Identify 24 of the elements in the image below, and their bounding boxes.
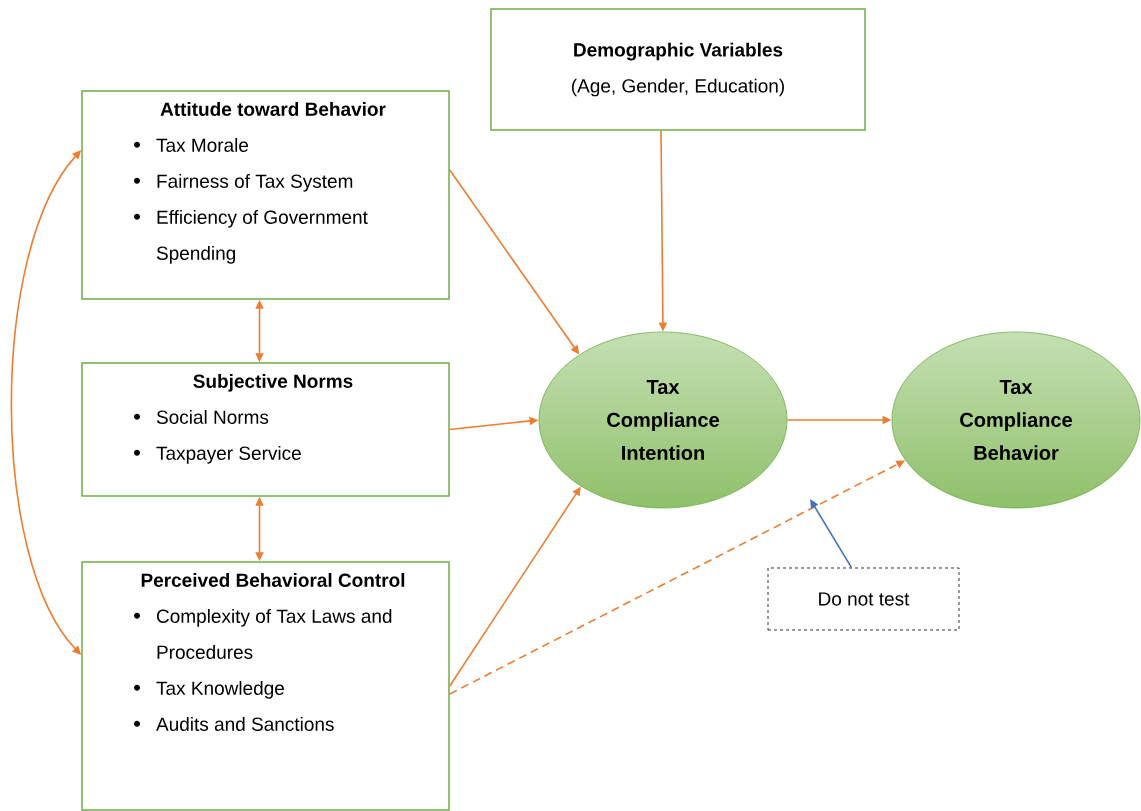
box-heading: Perceived Behavioral Control (141, 573, 405, 587)
variable-box (490, 8, 866, 131)
bullet-item: Fairness of Tax System (157, 174, 353, 192)
bullet-item: Tax Knowledge (156, 681, 284, 699)
box-text: (Age, Gender, Education) (572, 78, 784, 97)
factor-box (81, 362, 450, 497)
bullet-item: Complexity of Tax Laws and Procedures (156, 609, 392, 659)
note-box (767, 567, 960, 631)
construct-ellipse (891, 331, 1141, 509)
box-heading: Demographic Variables (574, 42, 783, 61)
bullet-item: Taxpayer Service (156, 446, 301, 464)
ellipse-label: Tax Compliance Behavior (960, 380, 1072, 460)
bullet-item: Tax Morale (156, 138, 249, 152)
bullet-item: Efficiency of Government Spending (156, 210, 368, 264)
bullet-item: Audits and Sanctions (156, 717, 334, 731)
ellipse-label: Tax Compliance Intention (607, 380, 719, 460)
leader-arrow (810, 499, 853, 569)
note-text: Do not test (819, 592, 910, 606)
box-heading: Attitude toward Behavior (160, 102, 386, 116)
construct-ellipse (538, 331, 788, 509)
bullet-item: Social Norms (156, 410, 269, 424)
factor-box (81, 561, 450, 811)
factor-box (81, 90, 450, 300)
box-heading: Subjective Norms (193, 374, 353, 392)
